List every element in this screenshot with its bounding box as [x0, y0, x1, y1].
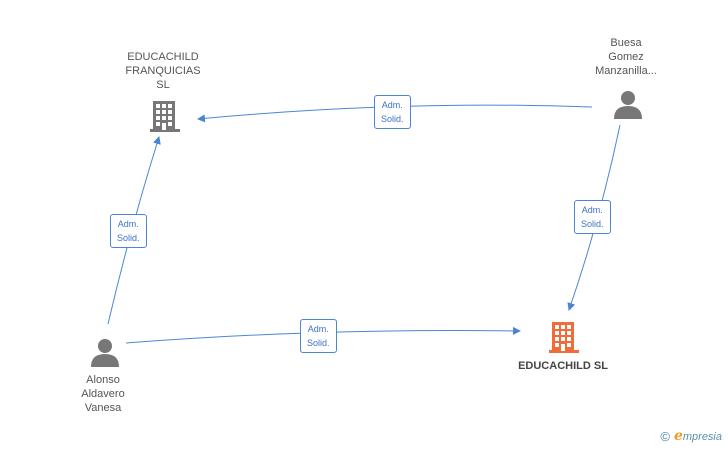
edge-label-alonso-franquicias[interactable]: Adm. Solid.	[110, 214, 147, 248]
copyright-icon: ©	[660, 428, 670, 444]
brand-logo: © empresia	[660, 428, 722, 444]
building-icon[interactable]	[150, 99, 182, 133]
person-icon[interactable]	[612, 90, 644, 120]
node-label-alonso[interactable]: Alonso Aldavero Vanesa	[81, 374, 125, 414]
edge-label-buesa-franquicias[interactable]: Adm. Solid.	[374, 95, 411, 129]
building-icon-main[interactable]	[549, 320, 581, 354]
brand-wordmark: empresia	[673, 428, 722, 444]
edge-label-buesa-educachild[interactable]: Adm. Solid.	[574, 200, 611, 234]
node-label-franquicias[interactable]: EDUCACHILD FRANQUICIAS SL	[125, 51, 201, 91]
node-label-educachild[interactable]: EDUCACHILD SL	[518, 360, 608, 372]
person-icon[interactable]	[89, 338, 121, 368]
edge-label-alonso-educachild[interactable]: Adm. Solid.	[300, 319, 337, 353]
node-label-buesa[interactable]: Buesa Gomez Manzanilla...	[595, 37, 657, 77]
